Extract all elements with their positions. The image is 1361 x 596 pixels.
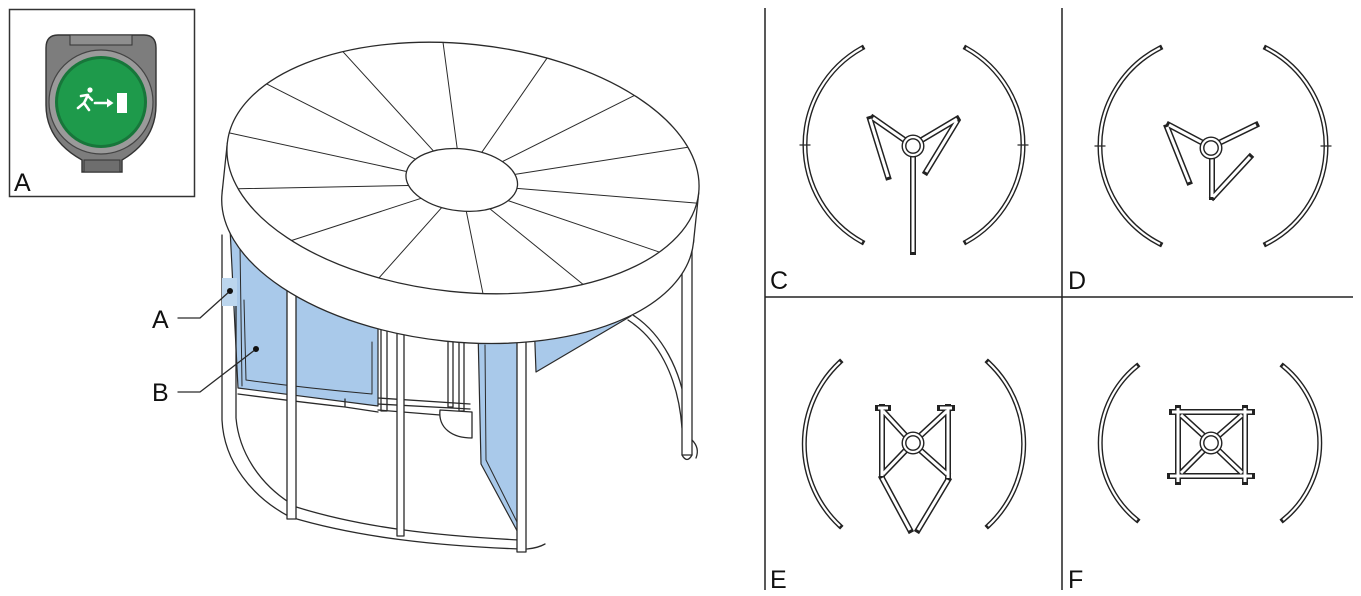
inner-curved-wall-edge bbox=[627, 319, 683, 429]
view-label-f: F bbox=[1068, 566, 1083, 594]
grid-lines bbox=[764, 8, 1353, 590]
front-left-post bbox=[286, 264, 297, 520]
housing-bottom-tab bbox=[83, 159, 121, 173]
callout-b-dot bbox=[253, 346, 259, 352]
plan-views-grid bbox=[764, 8, 1353, 590]
plan-view-d: D bbox=[1068, 48, 1332, 295]
rotor-hub bbox=[439, 409, 473, 439]
transom-rails bbox=[377, 397, 471, 416]
emergency-exit-button-icon bbox=[45, 34, 157, 173]
canopy-seam bbox=[291, 197, 422, 242]
rotor-hub-d-inner bbox=[1200, 137, 1222, 159]
view-label-d: D bbox=[1068, 267, 1086, 295]
callout-a-dot bbox=[227, 288, 233, 294]
canopy-seam bbox=[342, 51, 435, 152]
revolving-door-perspective: A B bbox=[152, 41, 700, 553]
callout-b-leader bbox=[177, 348, 257, 393]
plan-view-f: F bbox=[1068, 366, 1320, 594]
canopy-seam bbox=[228, 132, 408, 172]
door-wing-glass bbox=[477, 329, 523, 541]
running-man-icon bbox=[76, 87, 94, 112]
canopy-center-cap bbox=[405, 147, 519, 212]
canopy-seam bbox=[481, 57, 548, 153]
plan-view-c: C bbox=[770, 48, 1029, 295]
callout-a-label: A bbox=[152, 306, 169, 334]
canopy-seam bbox=[442, 41, 458, 150]
canopy-seam bbox=[516, 187, 698, 204]
front-right-post bbox=[516, 329, 527, 553]
door-wing-frame bbox=[484, 344, 519, 525]
inset-label: A bbox=[14, 169, 31, 197]
canopy-seam bbox=[237, 184, 410, 190]
right-post-base bbox=[681, 439, 698, 461]
inset-panel: A bbox=[8, 8, 196, 198]
housing-top-tab bbox=[69, 34, 133, 46]
glass-wall-side-frame bbox=[239, 244, 243, 387]
door-wings-e-inner bbox=[876, 405, 954, 532]
rotor-hub-f-inner bbox=[1200, 432, 1222, 454]
front-center-post bbox=[396, 319, 405, 537]
glass-wall-bottom-rail bbox=[237, 393, 379, 413]
canopy-seam bbox=[465, 210, 484, 295]
canopy-seams bbox=[228, 41, 698, 295]
view-label-c: C bbox=[770, 267, 788, 295]
rotor-hub-c-inner bbox=[902, 135, 924, 157]
callout-a-leader bbox=[177, 290, 231, 319]
view-label-e: E bbox=[770, 566, 787, 594]
canopy-seam bbox=[514, 146, 689, 175]
canopy-seam bbox=[501, 94, 635, 163]
canopy-seam bbox=[507, 200, 660, 253]
drum-outer-edge bbox=[221, 234, 291, 518]
rotor-hub-e-inner bbox=[902, 432, 924, 454]
canopy-seam bbox=[378, 207, 443, 279]
plan-view-e: E bbox=[770, 362, 1024, 594]
glass-wall-inner-frame bbox=[243, 299, 373, 395]
arrow-right-icon bbox=[93, 98, 114, 108]
canopy bbox=[221, 41, 700, 345]
callout-b-label: B bbox=[152, 379, 169, 407]
canopy-seam bbox=[266, 83, 416, 160]
canopy-seam bbox=[489, 208, 584, 285]
drum-inner-edge bbox=[235, 299, 291, 504]
door-icon bbox=[117, 93, 127, 113]
